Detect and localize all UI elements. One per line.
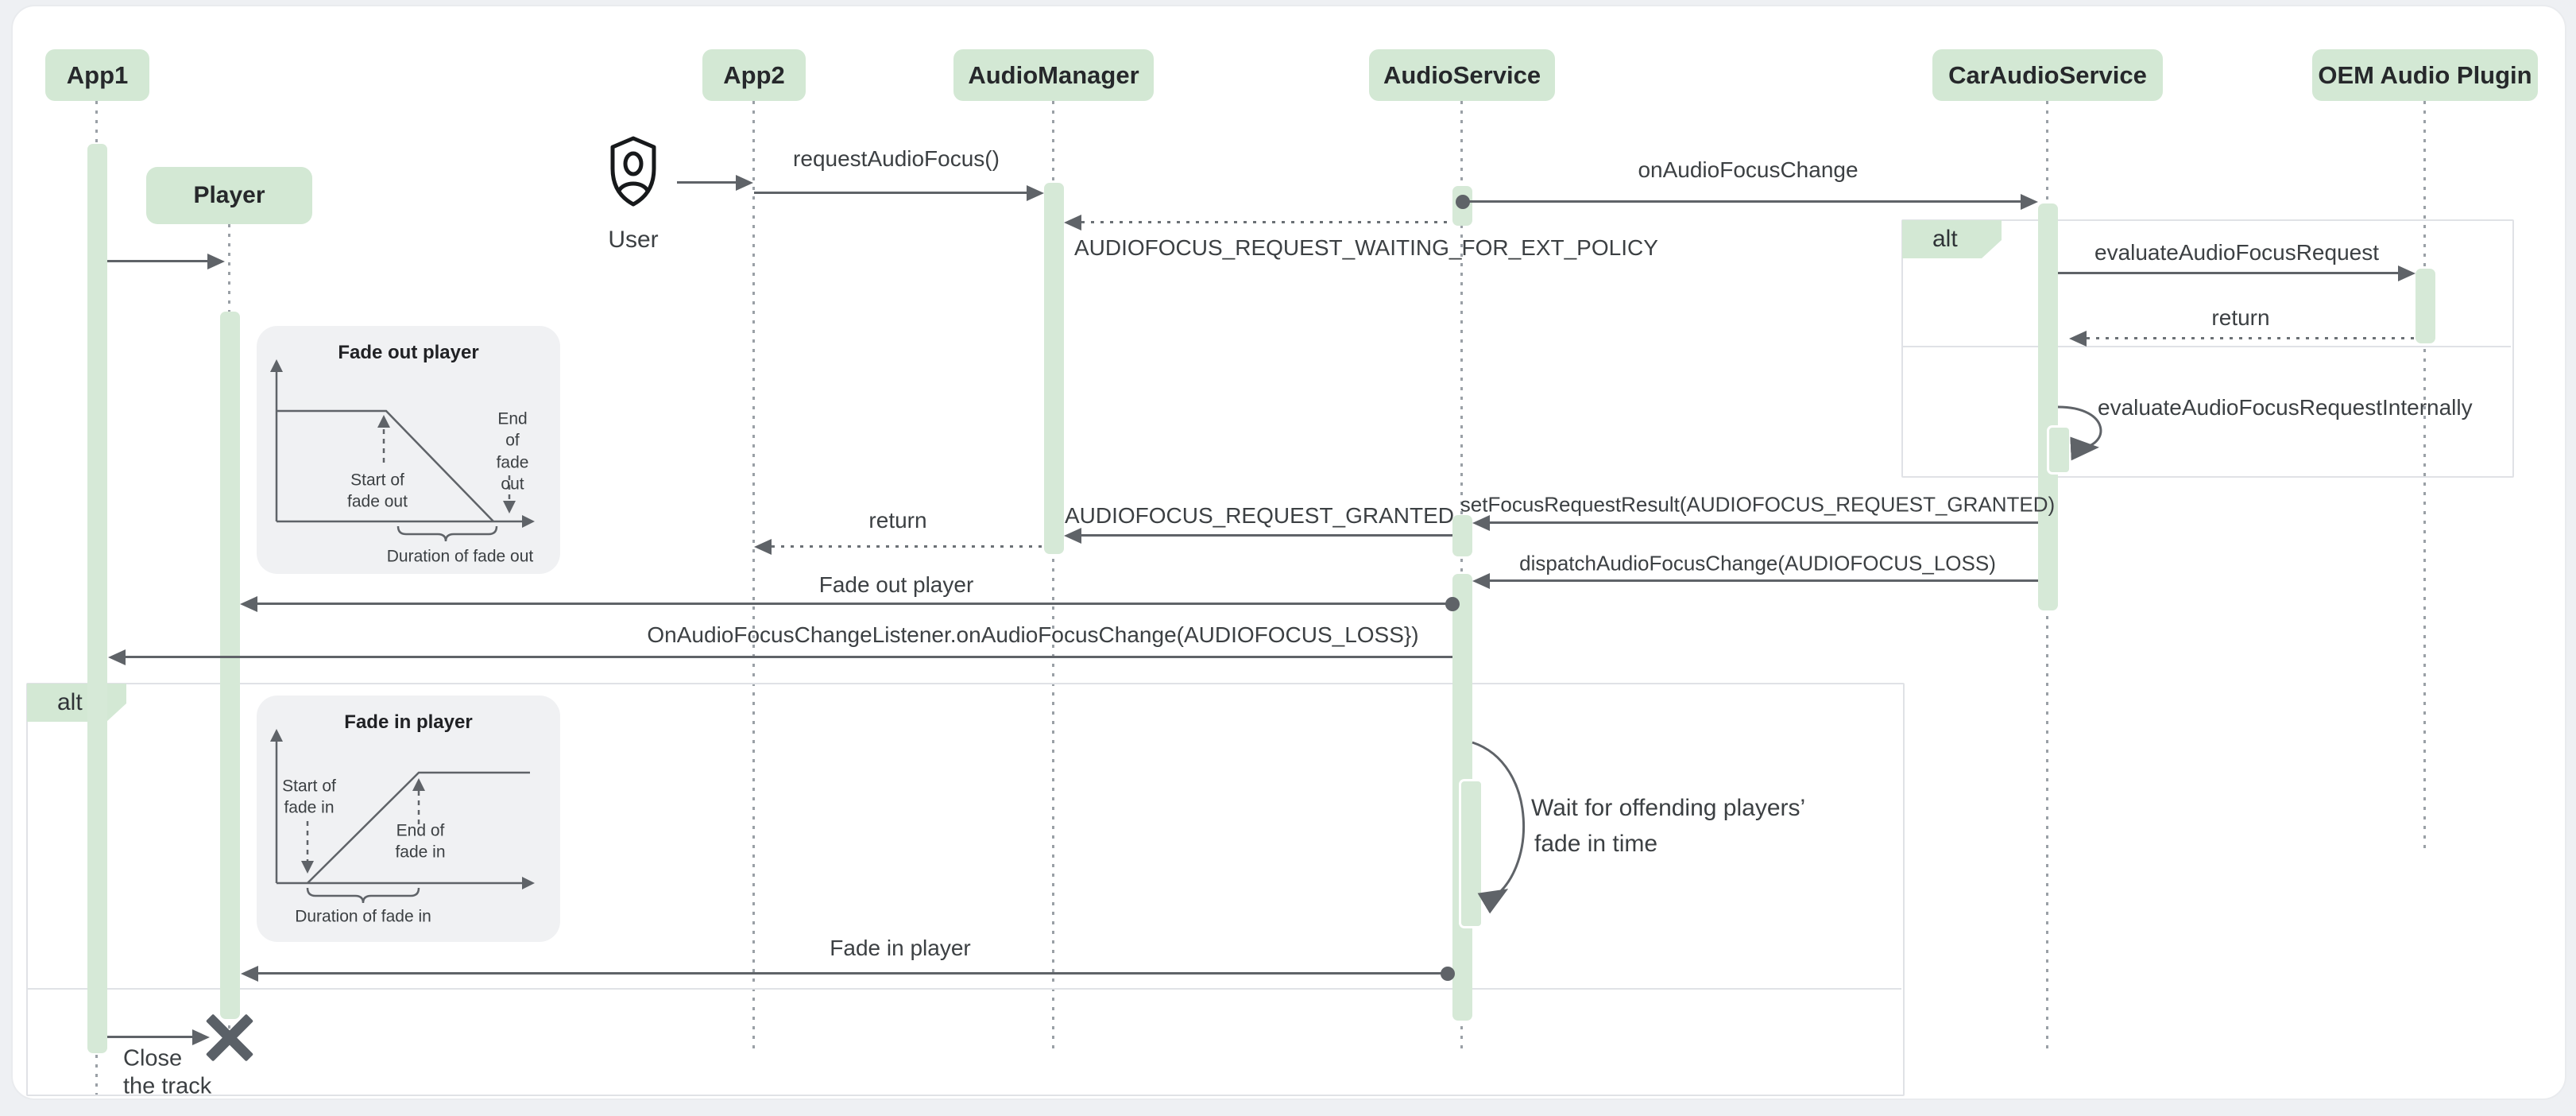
alt-label: alt (1932, 226, 1958, 252)
set-focus-result-arrowhead (1472, 515, 1490, 531)
fade-in-duration-label: Duration of fade in (295, 907, 431, 926)
fade-in-chart (270, 729, 535, 904)
activation-player (220, 312, 240, 1019)
dispatch-arrow (1490, 579, 2038, 582)
actor-app2: App2 (702, 49, 806, 101)
player-box-label: Player (193, 182, 265, 208)
lifeline-oem-audio-plugin (2423, 101, 2426, 854)
fade-out-chart-card: Fade out player Start of fade out End of… (257, 326, 560, 574)
wait-note-line2: fade in time (1534, 831, 1658, 857)
alt-fragment-evaluate (1901, 219, 2514, 478)
return1-arrowhead (2069, 331, 2087, 347)
fade-out-chart-title: Fade out player (338, 342, 479, 363)
user-to-app2-arrowhead (736, 175, 753, 191)
return2-arrow (772, 545, 1044, 548)
actor-caraudioservice: CarAudioService (1932, 49, 2163, 101)
msg-return1: return (2211, 305, 2270, 330)
granted-arrowhead (1064, 528, 1081, 544)
fade-in-arrow (258, 972, 1448, 975)
actor-audiomanager: AudioManager (953, 49, 1154, 101)
alt-fragment-fadein-tab: alt (27, 684, 126, 722)
actor-app1: App1 (45, 49, 149, 101)
fade-in-end-label: End of fade in (395, 821, 446, 862)
evaluate-arrow (2058, 272, 2398, 274)
user-to-app2-arrow (677, 181, 736, 184)
fade-out-duration-label: Duration of fade out (386, 547, 534, 566)
actor-app2-label: App2 (723, 60, 785, 89)
fade-in-arrowhead (241, 966, 258, 982)
activation-caraudioservice-internal (2047, 425, 2071, 475)
return1-arrow (2087, 337, 2415, 339)
msg-listener: OnAudioFocusChangeListener.onAudioFocusC… (647, 622, 1419, 647)
msg-on-audio-focus-change: onAudioFocusChange (1638, 157, 1859, 182)
on-audio-focus-change-arrowhead (2021, 194, 2038, 210)
fade-in-start-label: Start of fade in (282, 777, 336, 817)
alt-fragment-evaluate-tab: alt (1902, 220, 2002, 258)
alt-fragment-evaluate-divider (1901, 346, 2511, 347)
msg-evaluate: evaluateAudioFocusRequest (2094, 240, 2380, 265)
fade-out-chart (270, 359, 535, 542)
player-destroy-x-icon (206, 1014, 253, 1062)
actor-oem-audio-plugin-label: OEM Audio Plugin (2318, 60, 2532, 89)
user-label: User (608, 227, 659, 253)
msg-granted: AUDIOFOCUS_REQUEST_GRANTED (1064, 503, 1455, 528)
msg-close-line2: the track (123, 1073, 212, 1099)
msg-return2: return (868, 508, 927, 533)
activation-app1 (87, 144, 107, 1053)
actor-audioservice: AudioService (1369, 49, 1555, 101)
waiting-arrow (1081, 221, 1452, 223)
activation-audioservice-2 (1452, 515, 1472, 556)
actor-caraudioservice-label: CarAudioService (1948, 60, 2147, 89)
lifeline-audiomanager (1052, 101, 1054, 1049)
listener-arrow (126, 656, 1452, 658)
request-audio-focus-arrow (754, 192, 1027, 194)
user-shield-icon (610, 136, 656, 207)
fade-out-origin-dot (1445, 597, 1460, 611)
msg-set-focus-result: setFocusRequestResult(AUDIOFOCUS_REQUEST… (1460, 492, 2056, 517)
wait-self-arrow (1472, 741, 1526, 914)
msg-evaluate-internally: evaluateAudioFocusRequestInternally (2098, 395, 2473, 420)
app1-to-player-arrow (107, 260, 207, 262)
alt-fragment-fadein-divider (26, 988, 1901, 990)
wait-note-line1: Wait for offending players’ (1531, 795, 1806, 821)
msg-close-line1: Close (123, 1045, 183, 1071)
evaluate-arrowhead (2398, 265, 2415, 281)
actor-audioservice-label: AudioService (1383, 60, 1541, 89)
fade-out-end-label: End of fade out (496, 409, 529, 494)
actor-app1-label: App1 (66, 60, 129, 89)
fade-in-chart-card: Fade in player Start of fade in End of f… (257, 696, 560, 942)
return2-arrowhead (754, 539, 772, 555)
dispatch-arrowhead (1472, 573, 1490, 589)
actor-oem-audio-plugin: OEM Audio Plugin (2312, 49, 2538, 101)
msg-waiting: AUDIOFOCUS_REQUEST_WAITING_FOR_EXT_POLIC… (1074, 235, 1658, 260)
on-audio-focus-change-arrow (1463, 200, 2021, 203)
lifeline-app2 (752, 101, 755, 1049)
fade-in-chart-title: Fade in player (344, 711, 473, 733)
alt-label: alt (57, 689, 83, 715)
fade-out-arrow (257, 603, 1452, 605)
waiting-arrowhead (1064, 215, 1081, 231)
fade-out-start-label: Start of fade out (347, 471, 408, 511)
granted-arrow (1081, 534, 1452, 537)
fade-in-origin-dot (1441, 967, 1455, 981)
actor-audiomanager-label: AudioManager (968, 60, 1139, 89)
close-track-arrow (107, 1036, 192, 1038)
msg-fade-out: Fade out player (818, 572, 974, 597)
listener-arrowhead (108, 649, 126, 665)
activation-audiomanager (1044, 183, 1064, 554)
alt-fragment-fadein (26, 683, 1905, 1096)
evaluate-internally-self-arrow (2057, 405, 2102, 461)
activation-oem-plugin (2415, 269, 2435, 343)
fade-out-arrowhead (240, 596, 257, 612)
activation-caraudioservice (2038, 203, 2058, 610)
player-box: Player (146, 167, 312, 224)
set-focus-result-arrow (1490, 521, 2038, 524)
app1-to-player-arrowhead (207, 254, 225, 269)
request-audio-focus-arrowhead (1027, 185, 1044, 201)
msg-dispatch: dispatchAudioFocusChange(AUDIOFOCUS_LOSS… (1519, 551, 1996, 575)
msg-fade-in: Fade in player (830, 936, 971, 960)
msg-request-audio-focus: requestAudioFocus() (793, 146, 1000, 171)
